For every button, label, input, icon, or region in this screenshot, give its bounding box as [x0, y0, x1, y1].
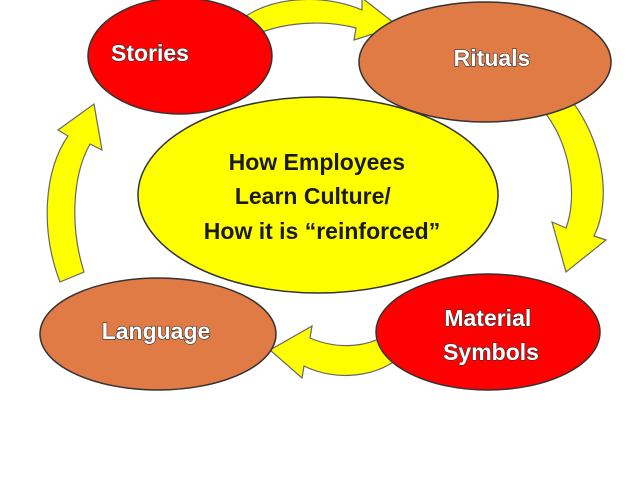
cycle-arrows [46, 0, 608, 380]
node-rituals: Rituals [358, 1, 612, 123]
node-rituals-shape [358, 1, 612, 123]
node-stories-label: Stories [111, 40, 189, 66]
center-line-2: Learn Culture/ [235, 183, 392, 209]
node-stories: Stories [87, 0, 273, 115]
arrow-language-to-stories [46, 102, 103, 283]
node-language-shape [39, 277, 277, 391]
node-language: Language [39, 277, 277, 391]
node-language-label: Language [102, 318, 211, 344]
node-rituals-label: Rituals [454, 45, 531, 71]
center-line-1: How Employees [229, 149, 405, 175]
center-node-label: How Employees Learn Culture/ How it is “… [204, 149, 440, 244]
node-stories-shape [87, 0, 273, 115]
center-line-3: How it is “reinforced” [204, 218, 440, 244]
arrow-stories-to-rituals [245, 0, 400, 41]
center-node: How Employees Learn Culture/ How it is “… [137, 96, 499, 294]
node-material-line-2: Symbols [443, 339, 539, 365]
node-material-shape [375, 273, 601, 391]
node-material-label: Material Symbols [443, 305, 539, 365]
arrow-rituals-to-material [545, 95, 608, 274]
center-node-shape [137, 96, 499, 294]
node-material-symbols: Material Symbols [375, 273, 601, 391]
node-material-line-1: Material [444, 305, 531, 331]
